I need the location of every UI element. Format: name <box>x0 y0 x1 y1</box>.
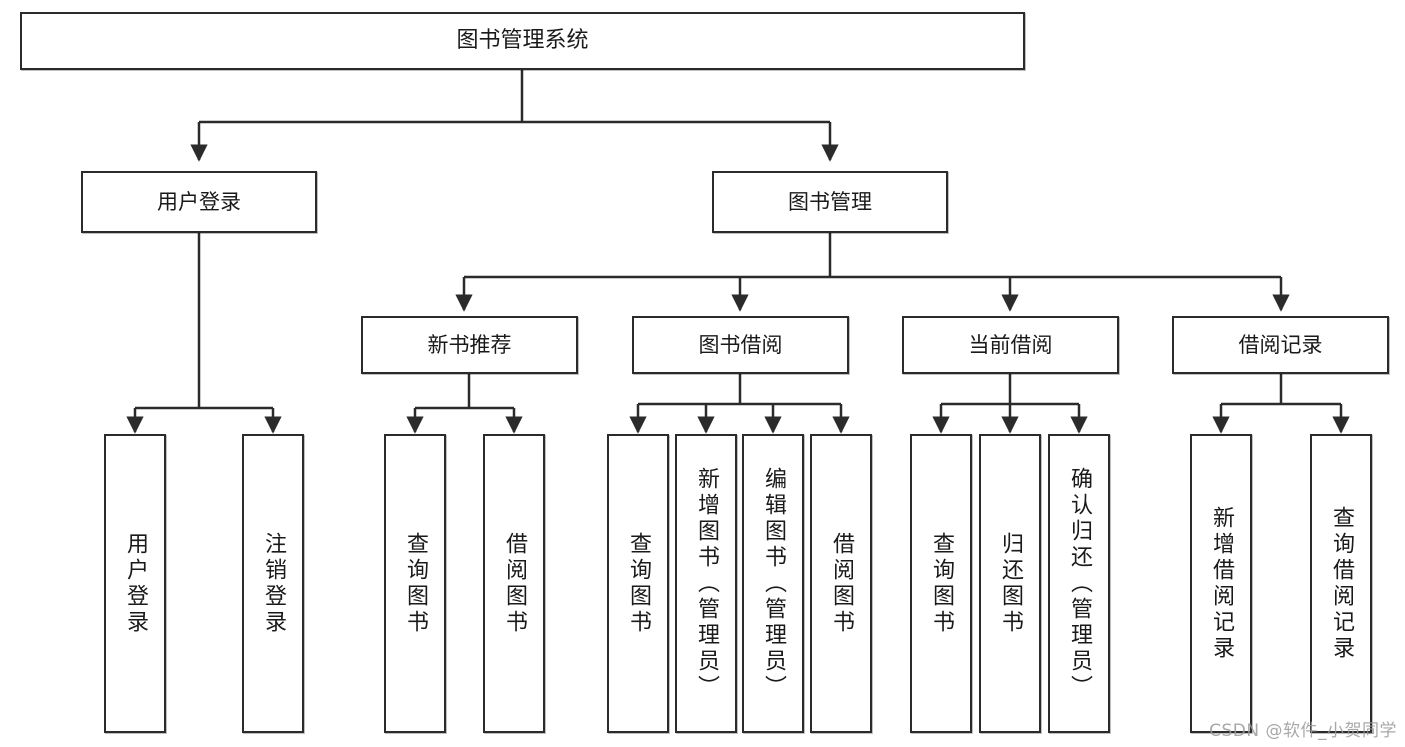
node-label: 注销登录 <box>261 531 286 636</box>
node-label: 归还图书 <box>998 531 1023 636</box>
node-label: 查询图书 <box>626 531 651 636</box>
node-label: 查询图书 <box>929 531 954 636</box>
leaf-current-borrow-confirm-return-admin[interactable]: 确认归还（管理员） <box>1048 434 1110 733</box>
node-label: 查询图书 <box>403 531 428 636</box>
node-label: 图书借阅 <box>698 332 783 357</box>
watermark: CSDN @软件_小贺同学 <box>1209 721 1397 741</box>
node-book-management[interactable]: 图书管理 <box>712 171 948 233</box>
leaf-current-borrow-return-book[interactable]: 归还图书 <box>979 434 1041 733</box>
node-book-borrow[interactable]: 图书借阅 <box>632 316 849 374</box>
node-label: 用户登录 <box>123 531 148 636</box>
node-borrow-record[interactable]: 借阅记录 <box>1172 316 1389 374</box>
node-user-login[interactable]: 用户登录 <box>81 171 317 233</box>
leaf-book-borrow-query-book[interactable]: 查询图书 <box>607 434 669 733</box>
node-label: 当前借阅 <box>968 332 1053 357</box>
node-label: 借阅图书 <box>502 531 527 636</box>
node-label: 图书管理系统 <box>456 28 589 54</box>
leaf-new-book-query-book[interactable]: 查询图书 <box>384 434 446 733</box>
node-root-book-management-system[interactable]: 图书管理系统 <box>20 12 1025 70</box>
node-label: 新增借阅记录 <box>1209 505 1234 662</box>
leaf-user-login-logout[interactable]: 注销登录 <box>242 434 304 733</box>
leaf-borrow-record-add-record[interactable]: 新增借阅记录 <box>1190 434 1252 733</box>
node-new-book-recommend[interactable]: 新书推荐 <box>361 316 578 374</box>
leaf-borrow-record-query-record[interactable]: 查询借阅记录 <box>1310 434 1372 733</box>
leaf-current-borrow-query-book[interactable]: 查询图书 <box>910 434 972 733</box>
node-label: 确认归还（管理员） <box>1067 466 1092 701</box>
node-label: 用户登录 <box>157 189 241 214</box>
node-label: 新增图书（管理员） <box>694 466 719 701</box>
node-label: 图书管理 <box>788 189 872 214</box>
leaf-new-book-borrow-book[interactable]: 借阅图书 <box>483 434 545 733</box>
leaf-user-login-login[interactable]: 用户登录 <box>104 434 166 733</box>
leaf-book-borrow-borrow-book[interactable]: 借阅图书 <box>810 434 872 733</box>
node-label: 借阅记录 <box>1238 332 1323 357</box>
leaf-book-borrow-edit-book-admin[interactable]: 编辑图书（管理员） <box>742 434 804 733</box>
node-current-borrow[interactable]: 当前借阅 <box>902 316 1119 374</box>
node-label: 编辑图书（管理员） <box>761 466 786 701</box>
node-label: 新书推荐 <box>427 332 512 357</box>
node-label: 查询借阅记录 <box>1329 505 1354 662</box>
node-label: 借阅图书 <box>829 531 854 636</box>
leaf-book-borrow-add-book-admin[interactable]: 新增图书（管理员） <box>675 434 737 733</box>
